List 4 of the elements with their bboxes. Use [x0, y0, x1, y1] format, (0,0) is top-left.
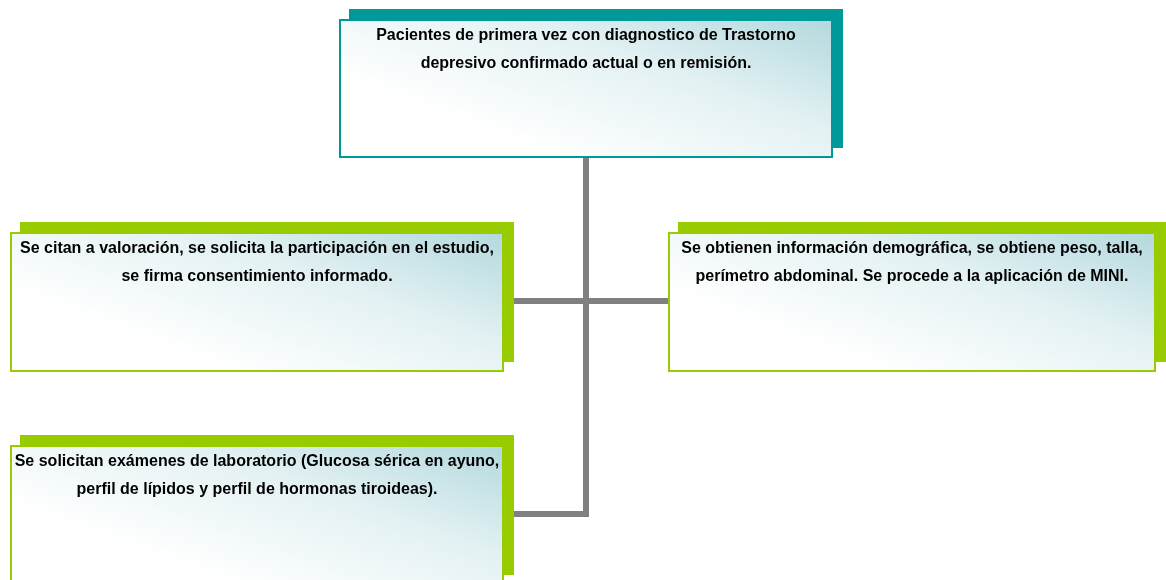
box-text: Pacientes de primera vez con diagnostico de Trastorno depresivo confirmado actual o en remisión. [375, 25, 797, 73]
box-text: Se citan a valoración, se solicita la participación en el estudio, se firma consentimiento informado. [19, 238, 495, 286]
box-text: Se solicitan exámenes de laboratorio (Glucosa sérica en ayuno, perfil de lípidos y perfil de hormonas tiroideas). [13, 451, 501, 499]
box-text: Se obtienen información demográfica, se obtiene peso, talla, perímetro abdominal. Se procede a la aplicación de MINI. [680, 238, 1144, 286]
